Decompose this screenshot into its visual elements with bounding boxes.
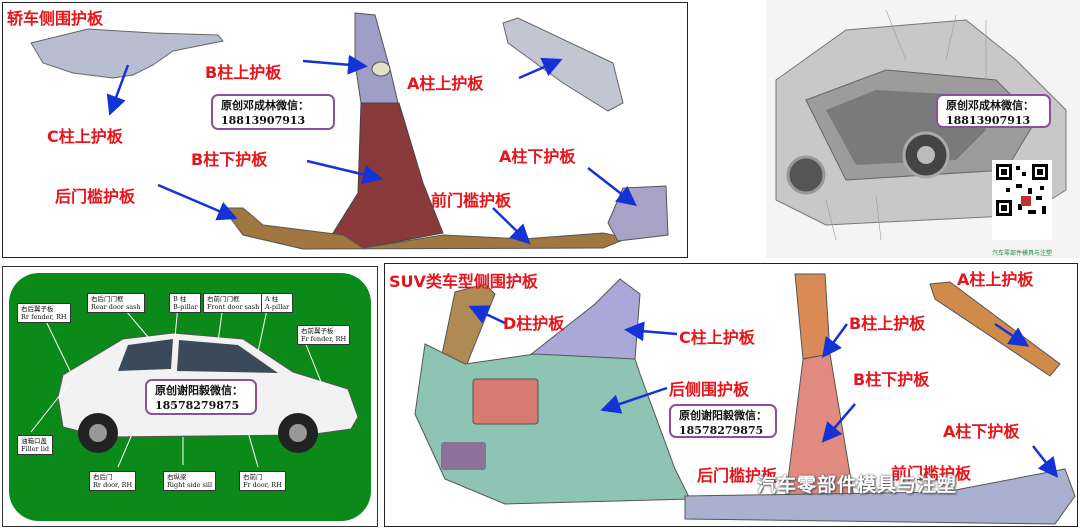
label-a-pillar-upper: A柱上护板 (957, 270, 1034, 289)
label-d-pillar: D柱护板 (503, 314, 565, 333)
rear-wheel (786, 155, 826, 195)
label-c-pillar-upper: C柱上护板 (47, 127, 123, 146)
label-b-pillar-lower: B柱下护板 (191, 150, 268, 169)
contact-line2: 18578279875 (155, 399, 240, 412)
rear-side-trim-part (414, 343, 691, 505)
cutaway-panel: 原创邓成林微信： 18813907913 汽车零部件模具与注塑 (766, 0, 1080, 258)
label-front-sill: 前门槛护板 (891, 464, 972, 483)
hatchback-contact-box: 原创谢阳毅微信： 18578279875 (145, 379, 257, 415)
label-rear-side-trim: 后侧围护板 (669, 380, 750, 399)
suv-contact-box: 原创谢阳毅微信： 18578279875 (669, 404, 777, 438)
sedan-title: 轿车侧围护板 (7, 9, 104, 28)
label-rear-sill: 后门槛护板 (697, 466, 778, 485)
sill-part (684, 468, 1076, 525)
a-pillar-upper-part (929, 281, 1061, 377)
watermark: 汽车零部件模具与注塑 (757, 474, 958, 496)
a-pillar-upper-part (502, 17, 624, 112)
sedan-contact-box: 原创邓成林微信： 18813907913 (211, 94, 335, 130)
c-pillar-upper-part (30, 28, 224, 79)
sedan-parts-drawing (30, 12, 669, 250)
b-pillar-lower-part (332, 102, 444, 249)
label-front-sill: 前门槛护板 (431, 191, 512, 210)
contact-line2: 18813907913 (221, 114, 306, 127)
b-pillar-upper-part (354, 12, 399, 104)
a-pillar-lower-part (607, 185, 669, 242)
cutaway-car-drawing (775, 9, 1067, 241)
contact-line1: 原创谢阳毅微信： (155, 384, 243, 397)
label-b-pillar-lower: B柱下护板 (853, 370, 930, 389)
contact-line1: 原创邓成林微信： (946, 99, 1034, 112)
contact-line1: 原创邓成林微信： (221, 99, 309, 112)
b-pillar-upper-part (794, 273, 831, 360)
label-a-pillar-lower: A柱下护板 (499, 147, 576, 166)
contact-line2: 18578279875 (679, 424, 764, 437)
label-rear-sill: 后门槛护板 (55, 187, 136, 206)
label-a-pillar-upper: A柱上护板 (407, 74, 484, 93)
suv-title: SUV类车型侧围护板 (389, 272, 538, 291)
label-c-pillar-upper: C柱上护板 (679, 328, 755, 347)
contact-line1: 原创谢阳毅微信： (679, 409, 767, 422)
cutaway-contact-box: 原创邓成林微信： 18813907913 (936, 94, 1051, 128)
cutaway-footer: 汽车零部件模具与注塑 (992, 250, 1053, 257)
qr-code (992, 160, 1052, 240)
contact-line2: 18813907913 (946, 114, 1031, 127)
label-b-pillar-upper: B柱上护板 (205, 63, 282, 82)
sedan-panel: 轿车侧围护板 C柱上护板 B柱上护板 A柱上护板 B柱下护板 A柱下护板 后门槛… (2, 2, 688, 258)
label-a-pillar-lower: A柱下护板 (943, 422, 1020, 441)
suv-panel: SUV类车型侧围护板 D柱护板 C柱上护板 B柱上护板 A柱上护板 B柱下护板 … (384, 263, 1078, 527)
label-b-pillar-upper: B柱上护板 (849, 314, 926, 333)
suv-parts-drawing (414, 273, 1076, 525)
